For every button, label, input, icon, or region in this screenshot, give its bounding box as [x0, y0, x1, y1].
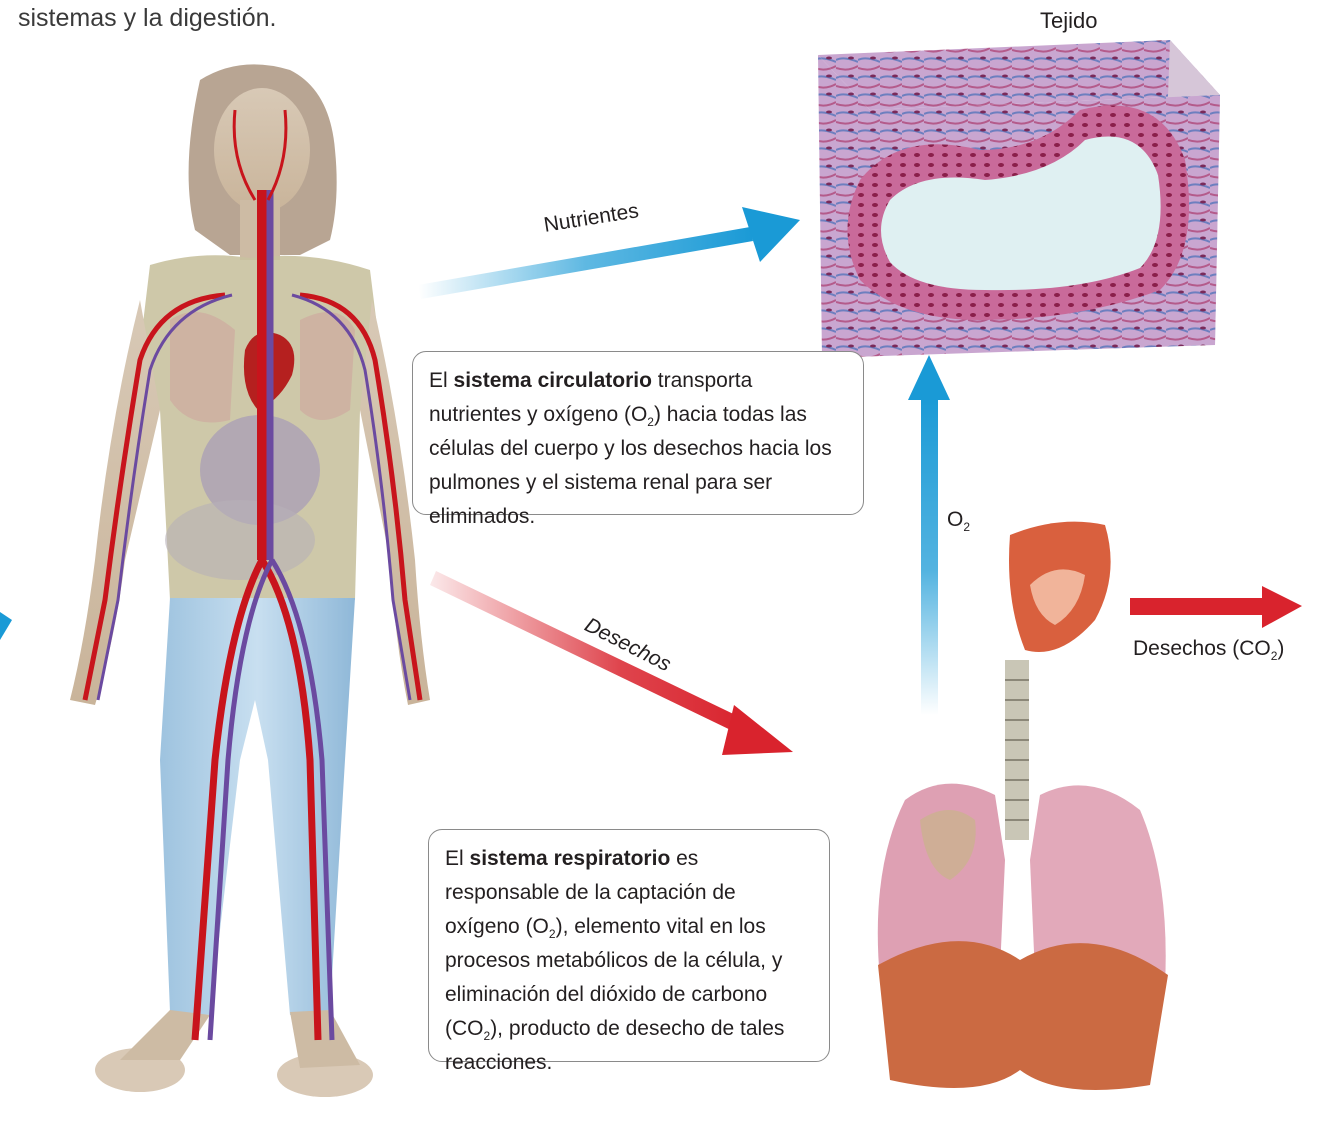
circulatory-term: sistema circulatorio — [454, 369, 652, 392]
intro-text: sistemas y la digestión. — [18, 4, 276, 33]
o2-arrow — [908, 355, 950, 715]
o2-label: O2 — [947, 508, 970, 532]
tissue-label: Tejido — [1040, 8, 1097, 34]
co2-wastes-label: Desechos (CO2) — [1133, 637, 1284, 661]
circulatory-pre: El — [429, 369, 454, 392]
human-figure-illustration — [70, 64, 430, 1097]
wastes-arrow — [430, 571, 793, 755]
tissue-block-illustration — [818, 40, 1220, 358]
o2-label-subscript: 2 — [963, 520, 970, 534]
co2-label-suffix: ) — [1277, 637, 1284, 660]
o2-label-text: O — [947, 508, 963, 531]
respiratory-term: sistema respiratorio — [470, 847, 671, 870]
co2-label-text: Desechos (CO — [1133, 637, 1271, 660]
respiratory-pre: El — [445, 847, 470, 870]
co2-wastes-arrow — [1130, 586, 1302, 628]
respiratory-system-box: El sistema respiratorio es responsable d… — [428, 829, 830, 1062]
partial-arrow-left — [0, 612, 12, 640]
respiratory-sub-1: 2 — [549, 927, 556, 941]
circulatory-sub-1: 2 — [647, 415, 654, 429]
circulatory-system-box: El sistema circulatorio transporta nutri… — [412, 351, 864, 515]
